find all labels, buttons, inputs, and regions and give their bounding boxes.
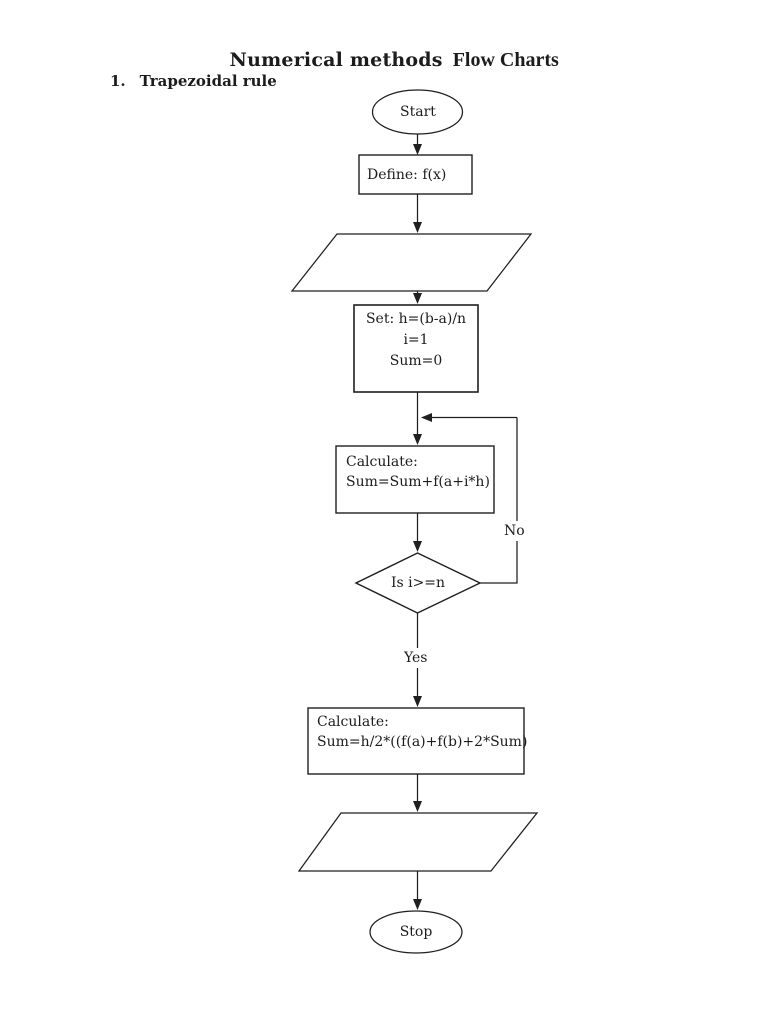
section-number: 1.	[110, 72, 126, 90]
calculate-loop-label-line1: Calculate:	[346, 454, 418, 470]
set-process-shape	[353, 304, 479, 393]
no-branch-label: No	[501, 521, 528, 541]
output-parallelogram-shape	[297, 812, 539, 872]
page-title-main: Numerical methods	[229, 49, 443, 71]
page-title-sub: Flow Charts	[452, 49, 559, 71]
arrow-down-icon	[413, 222, 422, 233]
arrow-down-icon	[413, 541, 422, 552]
set-label-line1: Set: h=(b-a)/n	[365, 311, 467, 327]
input-parallelogram-shape	[290, 233, 533, 292]
calculate-loop-label-line2: Sum=Sum+f(a+i*h)	[346, 474, 490, 490]
set-label-line2: i=1	[403, 332, 429, 348]
define-process-shape	[358, 154, 473, 195]
yes-branch-label: Yes	[401, 648, 431, 668]
arrow-down-icon	[413, 801, 422, 812]
arrow-down-icon	[413, 144, 422, 155]
decision-label: Is i>=n	[390, 575, 446, 591]
arrow-down-icon	[413, 696, 422, 707]
stop-label: Stop	[399, 924, 433, 940]
section-heading: 1. Trapezoidal rule	[110, 72, 277, 90]
arrow-down-icon	[413, 293, 422, 304]
calculate-final-label-line2: Sum=h/2*((f(a)+f(b)+2*Sum)	[317, 734, 528, 750]
stop-terminator-shape	[369, 910, 463, 954]
calculate-final-process-shape	[307, 707, 525, 775]
page-title: Numerical methods Flow Charts	[0, 30, 768, 91]
calculate-loop-process-shape	[335, 445, 495, 514]
arrow-left-icon	[421, 413, 432, 422]
connector-no-branch	[480, 417, 518, 584]
set-label-line3: Sum=0	[389, 353, 443, 369]
define-label: Define: f(x)	[367, 167, 447, 183]
section-title: Trapezoidal rule	[139, 72, 277, 90]
start-label: Start	[400, 104, 436, 120]
arrow-down-icon	[413, 899, 422, 910]
calculate-final-label-line1: Calculate:	[317, 714, 389, 730]
arrow-down-icon	[413, 434, 422, 445]
